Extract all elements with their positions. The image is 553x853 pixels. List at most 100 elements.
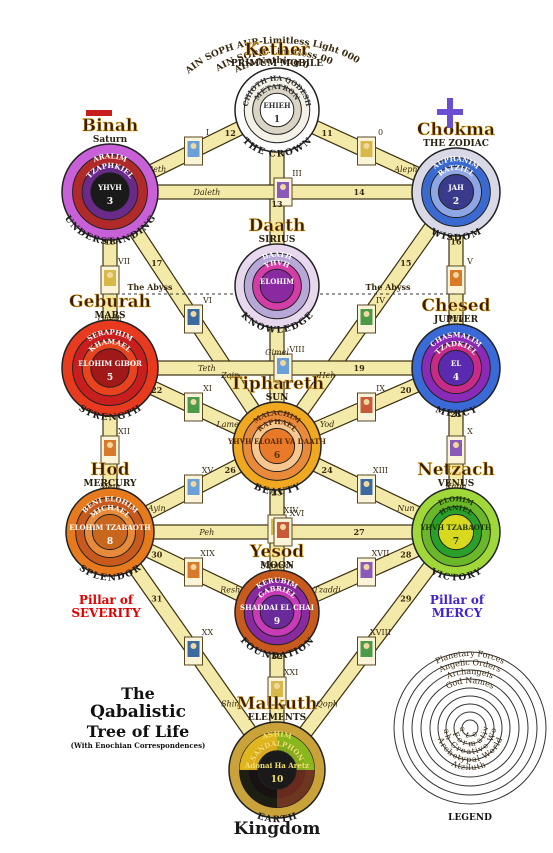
sephirah-kether-number: 1 [274,115,280,125]
path-number-11: 11 [322,128,333,138]
pillar-of-mercy: Pillar of MERCY [412,594,502,620]
path-letter-nun: Nun [396,504,414,513]
title-line-3: Tree of Life [86,722,190,741]
path-letter-beth: Beth [146,165,166,174]
card-numeral-VII: VII [117,257,130,266]
sephirah-netzach-ring2: ELOHIM [437,494,476,507]
path-letter-yod: Yod [320,420,335,429]
path-number-31: 31 [151,594,162,604]
tarot-card-XIX [184,557,203,587]
card-numeral-IV: IV [376,296,385,305]
tarot-card-X [446,435,466,465]
sephirah-binah-god-name: YHVH [97,183,122,192]
sephirah-geburah-planet: MARS [95,311,126,321]
abyss-label-1: The Abyss [127,282,173,292]
sephirah-binah-ring2: ARALIM [91,151,129,164]
path-letter-ayin: Ayin [147,504,166,513]
path-letter-teth: Teth [198,364,216,373]
path-labels-layer: 11Aleph012BethI13GimelII14DalethIII15Heh… [98,128,473,731]
diagram-title: The Qabalistic Tree of Life (With Enochi… [58,684,218,751]
sephirah-binah-planet: Saturn [93,135,128,145]
card-numeral-XVII: XVII [372,549,390,558]
sephirah-chokmah-ring3: RATZIEL [436,163,476,178]
sephirah-tiphareth-planet: SUN [266,393,289,403]
sephirah-malkuth-number: 10 [271,775,284,785]
sephirah-geburah-god-name: ELOHIM GIBOR [78,359,142,368]
path-number-29: 29 [400,594,412,604]
sephirah-kether-name: Kether [244,40,310,60]
sephirah-netzach-name: Netzach [417,460,495,480]
card-numeral-III: III [292,169,301,178]
tarot-card-XIII [357,474,376,504]
path-letter-tzaddi: Tzaddi [314,586,342,595]
legend-ring-9 [461,719,479,737]
sephirah-malkuth-god-name: Adonai Ha Aretz [244,761,309,770]
tarot-card-XVIII [357,636,376,666]
sephirah-hod-planet: MERCURY [84,479,138,489]
plus-symbol-horizontal [437,109,463,115]
path-number-18: 18 [104,236,116,246]
path-number-13: 13 [271,199,283,209]
legend-ring-3 [411,669,529,787]
sephirah-kether-planet: PRIMUM MOBILE [231,59,323,69]
sephirah-yesod-ring3: GABRIEL [256,584,298,600]
path-letter-daleth: Daleth [192,188,220,197]
sephirah-netzach-ring3: HANIEL [437,503,474,517]
sephirah-kether-god-name: EHIEH [263,101,291,110]
path-letter-samekh: Samekh [261,562,294,571]
legend-label-5: Atziluth- [449,759,490,772]
sephirah-chokmah-number: 2 [453,197,459,207]
tarot-card-XII [100,435,120,465]
sephirah-chesed-planet: JUPITER [433,315,479,325]
sephirah-chesed-name: Chesed [422,296,491,316]
sephirah-netzach-god-name: YHVH TZABAOTH [419,523,491,532]
path-number-16: 16 [450,236,462,246]
pillar-of-severity: Pillar of SEVERITY [56,594,156,620]
legend-ring-5 [429,687,511,769]
path-number-28: 28 [400,549,412,559]
card-numeral-IX: IX [376,384,385,393]
legend-ring-2 [402,660,538,796]
path-letter-qoph: Qoph [316,699,338,708]
path-number-12: 12 [225,128,236,138]
tarot-card-XI [184,392,203,422]
tarot-card-XV [184,474,203,504]
path-number-14: 14 [354,187,366,197]
tarot-card-III [273,177,293,207]
sephirah-geburah-name: Geburah [69,292,151,312]
sephirah-tiphareth-name: Tiphareth [230,374,324,394]
tarot-card-VII [100,265,120,295]
path-letter-peh: Peh [198,528,214,537]
card-numeral-XX: XX [202,628,214,637]
sephirah-yesod-planet: MOON [260,561,294,571]
sephirah-netzach-number: 7 [453,537,459,547]
minus-symbol [86,110,112,116]
card-numeral-VIII: VIII [288,345,304,354]
card-numeral-XIII: XIII [373,466,388,475]
legend-ring-6 [437,695,503,761]
card-numeral-XIV: XIV [284,506,299,515]
card-numeral-I: I [206,128,209,137]
legend-ring-8 [453,711,487,745]
path-letter-kaph: Kaph [444,482,466,491]
sephirah-hod-number: 8 [107,537,113,547]
sephirah-binah: ARALIMTZAPHKIELUNDERSTANDINGYHVH3SaturnB… [61,116,159,247]
path-number-32: 32 [271,651,282,661]
tarot-card-IX [357,392,376,422]
card-numeral-VI: VI [202,296,212,305]
sephirah-yesod-number: 9 [274,617,280,627]
tarot-card-I [184,136,203,166]
path-letter-lamed: Lamed [215,420,244,429]
path-number-25: 25 [271,487,282,497]
sephirah-chokmah-name: Chokma [417,120,495,140]
sephirah-yesod-name: Yesod [249,542,304,562]
sephirah-malkuth-name: Malkuth [237,694,318,714]
path-letter-shin: Shin [221,699,239,708]
